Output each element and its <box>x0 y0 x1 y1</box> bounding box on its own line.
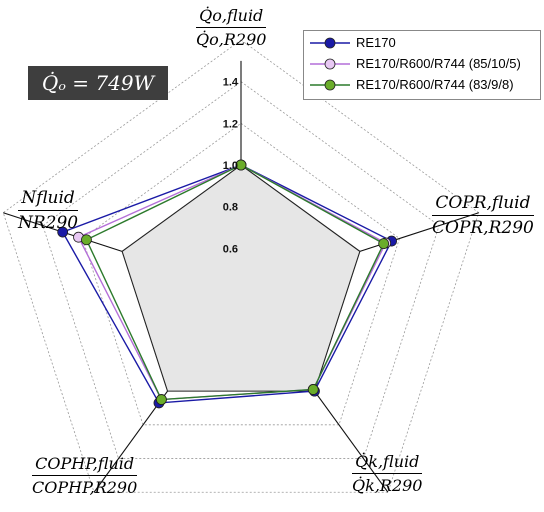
axis-label-top-num: Q̇o,fluid <box>199 6 264 25</box>
axis-label-left: Nfluid NR290 <box>18 188 79 233</box>
data-point <box>81 234 92 246</box>
grid-ring <box>2 39 480 493</box>
data-point <box>378 238 390 250</box>
data-point <box>235 159 247 171</box>
tick-labels: 0.6 0.8 1.0 1.2 1.4 <box>223 77 239 256</box>
tick-label: 0.6 <box>223 243 238 255</box>
series-line <box>61 164 393 404</box>
legend-marker-icon <box>310 79 350 91</box>
legend-item: RE170 <box>304 33 540 53</box>
axis-label-bottom-left: COPHP,fluid COPHP,R290 <box>32 454 138 497</box>
data-point <box>307 384 319 395</box>
legend-label: RE170 <box>356 35 396 50</box>
cooling-capacity-badge: Q̇ₒ = 749W <box>28 66 168 100</box>
reference-pentagon <box>121 164 361 392</box>
axis-label-bottom-right-den: Q̇k,R290 <box>352 476 423 495</box>
legend-marker-icon <box>310 37 350 49</box>
axis-label-top: Q̇o,fluid Q̇o,R290 <box>196 6 267 49</box>
reference-polygon <box>121 164 361 392</box>
axis-label-bottom-left-num: COPHP,fluid <box>35 454 135 473</box>
grid-ring <box>82 122 400 426</box>
tick-label: 1.0 <box>223 160 238 172</box>
data-point <box>156 394 167 405</box>
axis-label-right-den: COPR,R290 <box>432 218 534 238</box>
legend-label: RE170/R600/R744 (83/9/8) <box>356 77 514 92</box>
series-layer <box>57 159 397 409</box>
legend-item: RE170/R600/R744 (83/9/8) <box>304 75 540 95</box>
axis-label-left-den: NR290 <box>18 213 79 233</box>
tick-label: 0.8 <box>223 202 238 214</box>
legend-marker-icon <box>310 58 350 70</box>
axis-label-bottom-left-den: COPHP,R290 <box>32 478 138 497</box>
axis-label-bottom-right-num: Q̇k,fluid <box>355 452 420 471</box>
axis-label-right-num: COPR,fluid <box>435 193 531 213</box>
tick-label: 1.2 <box>223 118 238 130</box>
axis-label-right: COPR,fluid COPR,R290 <box>432 193 534 238</box>
legend-item: RE170/R600/R744 (85/10/5) <box>304 54 540 74</box>
legend-label: RE170/R600/R744 (85/10/5) <box>356 56 521 71</box>
tick-label: 1.4 <box>223 77 239 89</box>
axis-label-top-den: Q̇o,R290 <box>196 30 267 49</box>
grid-ring <box>42 81 440 459</box>
axis-label-left-num: Nfluid <box>21 188 75 208</box>
data-point <box>57 226 69 238</box>
series-line <box>85 164 385 401</box>
chart-legend: RE170 RE170/R600/R744 (85/10/5) RE170/R6… <box>303 30 541 100</box>
axis-label-bottom-right: Q̇k,fluid Q̇k,R290 <box>352 452 423 495</box>
